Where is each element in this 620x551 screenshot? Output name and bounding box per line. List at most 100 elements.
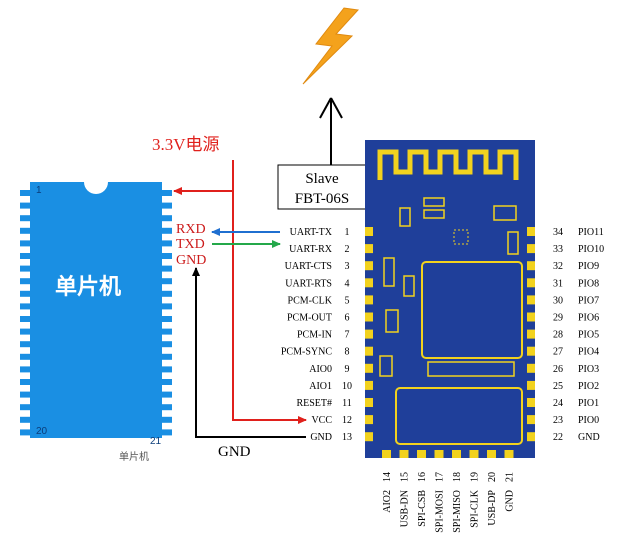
module-pin-label: AIO1 bbox=[309, 381, 332, 392]
mcu-pin bbox=[160, 278, 172, 285]
mcu-pin bbox=[160, 404, 172, 411]
module-pin-label: VCC bbox=[311, 415, 332, 426]
module-pad bbox=[365, 329, 373, 339]
mcu-pin bbox=[20, 265, 32, 272]
module-pad bbox=[365, 295, 373, 305]
module-pin-number: 14 bbox=[382, 472, 393, 482]
module-pad bbox=[365, 278, 373, 288]
module-pin-label: PIO3 bbox=[578, 364, 599, 375]
module-pad bbox=[417, 450, 426, 458]
module-pin-label: SPI-CSB bbox=[417, 490, 428, 527]
module-pin-number: 25 bbox=[553, 381, 563, 392]
module-pin-number: 16 bbox=[417, 472, 428, 482]
module-pad bbox=[365, 244, 373, 254]
module-pin-number: 2 bbox=[345, 244, 350, 255]
module-pin-label: PIO9 bbox=[578, 261, 599, 272]
mcu-pin bbox=[20, 253, 32, 259]
mcu-pin bbox=[160, 202, 172, 209]
mcu-pin bbox=[160, 190, 172, 196]
module-pad bbox=[527, 261, 535, 271]
mcu-pin bbox=[160, 215, 172, 222]
module-pad bbox=[527, 312, 535, 322]
mcu-chip: 1 20 21 单片机 bbox=[20, 182, 172, 447]
module-pad bbox=[527, 244, 535, 254]
module-pin-number: 23 bbox=[553, 415, 563, 426]
slave-label-line2: FBT-06S bbox=[295, 191, 349, 207]
module-pin-number: 34 bbox=[553, 227, 563, 238]
slave-label-line1: Slave bbox=[305, 171, 339, 187]
mcu-pin bbox=[20, 404, 32, 411]
module-pad bbox=[365, 312, 373, 322]
module-pad bbox=[469, 450, 479, 458]
mcu-pin bbox=[20, 328, 32, 335]
module-pin-label: PIO6 bbox=[578, 313, 599, 324]
mcu-pin bbox=[160, 341, 172, 348]
mcu-pin bbox=[20, 202, 32, 209]
module-pin-label: PIO2 bbox=[578, 381, 599, 392]
module-pin-number: 1 bbox=[345, 227, 350, 238]
module-pin-label: PIO1 bbox=[578, 398, 599, 409]
module-pin-label: PIO5 bbox=[578, 330, 599, 341]
mcu-pin bbox=[160, 303, 172, 310]
mcu-pin21-label: 21 bbox=[150, 436, 162, 447]
module-pad bbox=[504, 450, 514, 458]
mcu-pin bbox=[20, 391, 32, 398]
module-pin-number: 10 bbox=[342, 381, 352, 392]
mcu-pin bbox=[20, 215, 32, 222]
module-pin-number: 33 bbox=[553, 244, 563, 255]
module-pin-number: 31 bbox=[553, 278, 563, 289]
module-pin-label: GND bbox=[310, 432, 332, 443]
mcu-pin bbox=[160, 391, 172, 398]
gnd-wire bbox=[192, 267, 306, 438]
mcu-pin bbox=[20, 366, 32, 373]
module-pin-number: 11 bbox=[342, 398, 352, 409]
module-pad bbox=[365, 363, 373, 373]
mcu-pin20-label: 20 bbox=[36, 426, 48, 437]
module-pin-label: USB-DN bbox=[400, 490, 411, 527]
mcu-pin bbox=[160, 429, 172, 436]
module-pin-number: 21 bbox=[505, 472, 516, 482]
module-pin-number: 28 bbox=[553, 330, 563, 341]
module-pin-number: 26 bbox=[553, 364, 563, 375]
module-pad bbox=[527, 398, 535, 407]
module-pin-label: UART-RTS bbox=[285, 278, 332, 289]
mcu-pin bbox=[20, 341, 32, 348]
module-pin-label: UART-CTS bbox=[285, 261, 332, 272]
module-pin-number: 7 bbox=[345, 330, 350, 341]
mcu-rxd-label: RXD bbox=[176, 222, 206, 237]
module-pin-label: RESET# bbox=[296, 398, 332, 409]
mcu-pin bbox=[160, 290, 172, 297]
module-pin-label: AIO2 bbox=[382, 490, 393, 513]
module-pin-label: SPI-CLK bbox=[470, 489, 481, 528]
module-pin-number: 22 bbox=[553, 432, 563, 443]
mcu-pin bbox=[20, 227, 32, 234]
mcu-pin bbox=[20, 316, 32, 322]
mcu-pin1-label: 1 bbox=[36, 185, 42, 196]
antenna-icon bbox=[319, 97, 343, 168]
mcu-pin bbox=[20, 429, 32, 436]
module-pad bbox=[527, 278, 535, 288]
module-pad bbox=[487, 450, 496, 458]
module-pad bbox=[434, 450, 444, 458]
module-pin-label: GND bbox=[578, 432, 600, 443]
module-pad bbox=[527, 227, 535, 236]
module-pad bbox=[399, 450, 409, 458]
module-pin-number: 9 bbox=[345, 364, 350, 375]
module-pin-number: 32 bbox=[553, 261, 563, 272]
mcu-pin bbox=[160, 253, 172, 259]
module-pin-number: 27 bbox=[553, 347, 563, 358]
vcc-wire bbox=[232, 160, 307, 424]
module-pad bbox=[527, 363, 535, 373]
module-pad bbox=[365, 227, 373, 236]
module-pin-label: PIO8 bbox=[578, 278, 599, 289]
mcu-pin bbox=[160, 316, 172, 322]
module-pin-number: 20 bbox=[487, 472, 498, 482]
mcu-pin bbox=[20, 379, 32, 385]
mcu-pin bbox=[20, 353, 32, 360]
mcu-pin bbox=[160, 353, 172, 360]
mcu-caption: 单片机 bbox=[119, 450, 149, 463]
module-pad bbox=[527, 295, 535, 305]
module-pin-number: 24 bbox=[553, 398, 563, 409]
module-pad bbox=[382, 450, 391, 458]
module-pin-label: PCM-OUT bbox=[287, 313, 332, 324]
